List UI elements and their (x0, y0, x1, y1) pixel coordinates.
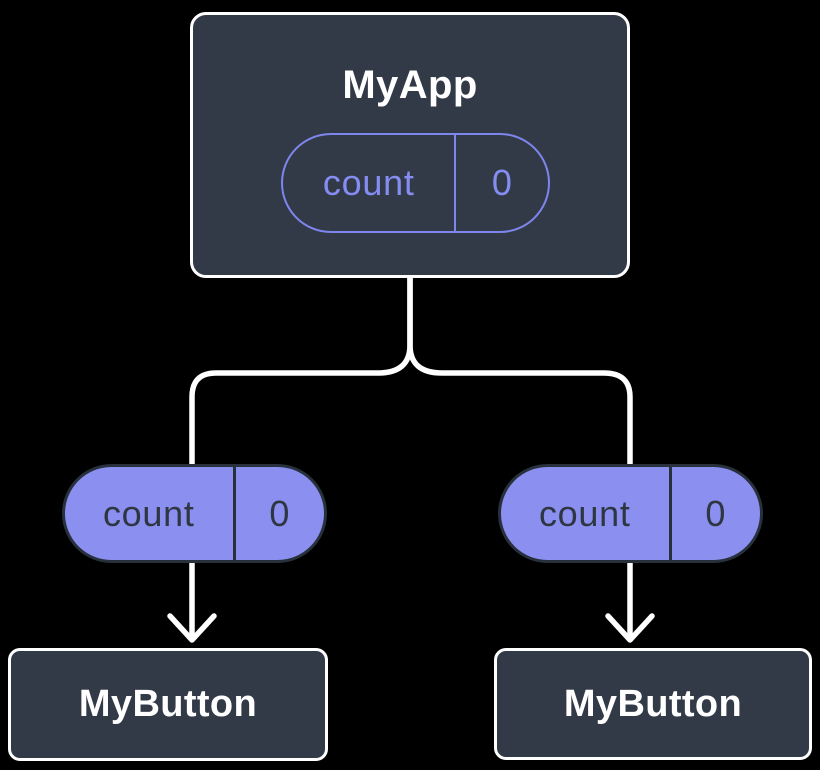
state-pill-value: 0 (454, 135, 548, 231)
prop-pill-right-key: count (538, 492, 631, 534)
branch-right-line (407, 278, 633, 637)
prop-pill-left-value: 0 (232, 467, 324, 560)
node-mybutton-right-title: MyButton (563, 682, 743, 725)
node-myapp: MyApp count 0 (190, 12, 630, 278)
node-mybutton-left-title: MyButton (78, 683, 258, 725)
node-mybutton-right: MyButton (494, 648, 812, 760)
prop-pill-right-value: 0 (668, 467, 760, 560)
state-pill-key: count (322, 162, 415, 203)
arrowhead-left-icon (167, 613, 217, 643)
prop-pill-left-key: count (102, 492, 195, 534)
prop-pill-right: count 0 (498, 464, 763, 563)
branch-left-line (189, 278, 413, 637)
state-pill-myapp: count 0 (281, 133, 550, 233)
prop-pill-left: count 0 (62, 464, 327, 563)
node-mybutton-left: MyButton (8, 648, 328, 761)
arrowhead-right-icon (605, 613, 655, 643)
node-myapp-title: MyApp (342, 63, 478, 107)
